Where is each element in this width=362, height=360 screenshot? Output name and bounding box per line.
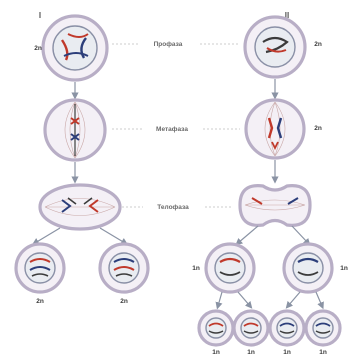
right-daughter-cell-2: [284, 244, 332, 292]
gamete-3: [270, 311, 304, 345]
right-prophase-cell: [245, 17, 305, 77]
left-metaphase-cell: [45, 100, 105, 160]
ploidy-right-metaphase: 2n: [314, 125, 322, 132]
ploidy-gamete-2: 1n: [247, 349, 255, 356]
ploidy-left-prophase: 2n: [34, 45, 42, 52]
ploidy-gamete-4: 1n: [319, 349, 327, 356]
gamete-2: [234, 311, 268, 345]
left-telophase-cell: [40, 185, 120, 229]
left-daughter-cell-1: [16, 244, 64, 292]
ploidy-right-prophase: 2n: [314, 41, 322, 48]
gamete-4: [306, 311, 340, 345]
phase-label-prophase: Профаза: [154, 41, 183, 48]
right-telophase-cell: [240, 186, 310, 226]
gamete-1: [199, 311, 233, 345]
ploidy-gamete-3: 1n: [283, 349, 291, 356]
right-daughter-cell-1: [206, 244, 254, 292]
column-left-numeral: I: [39, 11, 41, 20]
phase-label-metaphase: Метафаза: [156, 126, 188, 133]
ploidy-left-daughter-1: 2n: [36, 298, 44, 305]
ploidy-right-daughter-2: 1n: [340, 265, 348, 272]
right-metaphase-cell: [246, 100, 304, 158]
ploidy-gamete-1: 1n: [212, 349, 220, 356]
left-prophase-cell: [43, 16, 107, 80]
ploidy-left-daughter-2: 2n: [120, 298, 128, 305]
ploidy-right-daughter-1: 1n: [192, 265, 200, 272]
phase-label-telophase: Телофаза: [157, 204, 189, 211]
left-daughter-cell-2: [100, 244, 148, 292]
